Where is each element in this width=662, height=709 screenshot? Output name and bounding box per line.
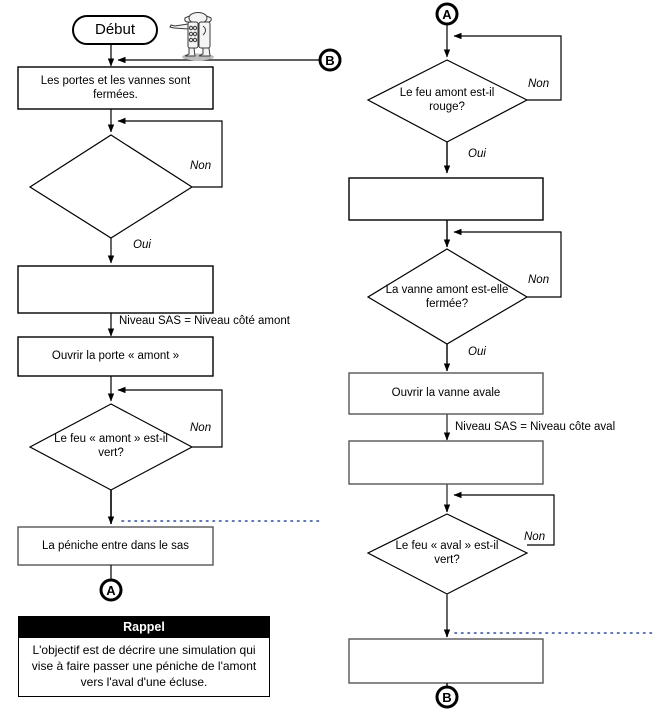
node-r7-shape [348,638,544,684]
loop-r3-non [453,228,562,298]
edge-label-r1-non: Non [528,78,550,90]
connector-a-in-label: A [442,6,452,22]
node-r3-shape [366,248,529,345]
node-r6-shape [366,513,529,595]
node-l4-shape [17,336,214,377]
loop-l2-non [117,117,223,188]
edge-label-l2-non: Non [190,160,212,172]
node-l5-shape [28,403,194,491]
connector-b-in-label: B [325,52,335,68]
edge-label-l5-non: Non [190,422,212,434]
flow-label-niveau-amont: Niveau SAS = Niveau côté amont [119,315,290,327]
start-node-shape [72,15,158,45]
connector-a-out-shape [99,578,123,602]
pointing-character-icon [169,12,214,61]
edge-label-r6-non: Non [524,531,546,543]
loop-r6-non [453,491,555,546]
node-r5-shape [348,440,544,485]
edge-label-l2-oui: Oui [133,239,151,251]
node-r4-shape [348,372,544,415]
edge-label-r1-oui: Oui [468,148,486,160]
loop-r1-non [453,32,562,101]
node-l3-shape [17,265,214,314]
edge-label-r3-oui: Oui [468,346,486,358]
node-r2-shape [348,177,544,221]
edge-label-r3-non: Non [528,274,550,286]
node-l6-shape [17,526,214,566]
node-r1-shape [366,59,529,143]
connector-a-out-label: A [106,582,116,598]
node-l1-shape [17,66,214,110]
note-rappel: Rappel L'objectif est de décrire une sim… [18,616,270,698]
connector-b-out-shape [435,685,459,709]
note-rappel-header: Rappel [19,617,269,638]
note-rappel-body: L'objectif est de décrire une simulation… [31,643,257,689]
flow-label-niveau-aval: Niveau SAS = Niveau côte aval [455,421,616,433]
loop-l5-non [117,386,223,448]
connector-b-out-label: B [442,689,452,705]
node-l2-shape [28,134,194,239]
